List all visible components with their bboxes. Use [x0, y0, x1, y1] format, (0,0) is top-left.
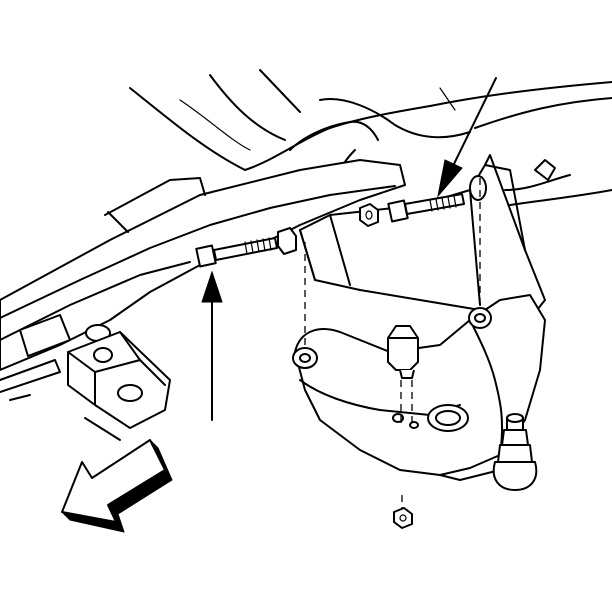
pivot-nut-rear	[359, 203, 379, 227]
control-arm-mount-bracket	[299, 154, 612, 326]
bumper-nut	[393, 507, 413, 529]
frame-rail	[0, 159, 406, 401]
alignment-lines	[304, 175, 481, 510]
rear-pivot-bolt	[387, 193, 465, 223]
lower-control-arm	[292, 294, 546, 481]
front-pivot-bolt	[195, 237, 278, 268]
front-direction-arrow	[61, 439, 173, 533]
bumper-stop	[387, 325, 419, 425]
ball-joint	[492, 413, 538, 491]
callout-arrow-upper	[437, 77, 497, 198]
frame-mount-bracket	[67, 331, 171, 441]
callout-arrow-lower	[201, 270, 223, 421]
pivot-nut-front	[277, 227, 297, 255]
upper-crossmember	[129, 69, 612, 191]
